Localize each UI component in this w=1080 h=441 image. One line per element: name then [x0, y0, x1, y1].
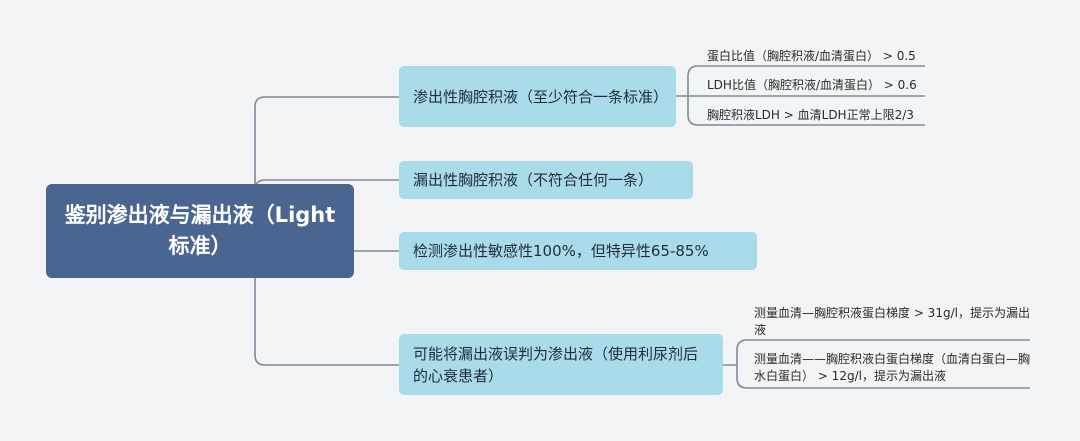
branch-node-label: 渗出性胸腔积液（至少符合一条标准）	[413, 87, 669, 106]
leaf-node-protein-gradient[interactable]: 测量血清—胸腔积液蛋白梯度 > 31g/l，提示为漏出液	[754, 305, 1034, 339]
leaf-node-label: 测量血清——胸腔积液白蛋白梯度（血清白蛋白—胸水白蛋白） > 12g/l，提示为…	[754, 352, 1031, 383]
branch-node-sensitivity[interactable]: 检测渗出性敏感性100%，但特异性65-85%	[399, 232, 757, 270]
branch-1-leaf-line-1	[676, 65, 925, 97]
root-to-branch-4-line	[254, 226, 399, 366]
leaf-node-ldh-ratio[interactable]: LDH比值（胸腔积液/血清蛋白） > 0.6	[707, 77, 917, 94]
leaf-node-ldh-upper-limit[interactable]: 胸腔积液LDH > 血清LDH正常上限2/3	[707, 107, 914, 124]
branch-4-leaf-line-2	[736, 365, 1030, 389]
branch-node-label: 检测渗出性敏感性100%，但特异性65-85%	[413, 242, 709, 260]
root-node[interactable]: 鉴别渗出液与漏出液（Light标准）	[46, 184, 354, 278]
branch-node-transudate[interactable]: 漏出性胸腔积液（不符合任何一条）	[399, 161, 693, 199]
branch-node-label: 漏出性胸腔积液（不符合任何一条）	[413, 171, 654, 189]
leaf-node-label: 胸腔积液LDH > 血清LDH正常上限2/3	[707, 108, 914, 122]
root-node-label: 鉴别渗出液与漏出液（Light标准）	[64, 203, 336, 258]
leaf-node-label: LDH比值（胸腔积液/血清蛋白） > 0.6	[707, 78, 917, 92]
branch-node-misclassification[interactable]: 可能将漏出液误判为渗出液（使用利尿剂后的心衰患者）	[399, 334, 723, 395]
branch-1-leaf-line-3	[687, 96, 925, 126]
root-trunk-line	[254, 96, 399, 227]
branch-4-leaf-line-1	[723, 339, 1030, 366]
leaf-node-protein-ratio[interactable]: 蛋白比值（胸腔积液/血清蛋白） > 0.5	[707, 48, 916, 65]
leaf-node-albumin-gradient[interactable]: 测量血清——胸腔积液白蛋白梯度（血清白蛋白—胸水白蛋白） > 12g/l，提示为…	[754, 351, 1039, 385]
branch-node-label: 可能将漏出液误判为渗出液（使用利尿剂后的心衰患者）	[413, 344, 699, 385]
leaf-node-label: 蛋白比值（胸腔积液/血清蛋白） > 0.5	[707, 49, 916, 63]
leaf-node-label: 测量血清—胸腔积液蛋白梯度 > 31g/l，提示为漏出液	[754, 306, 1030, 337]
branch-node-exudate[interactable]: 渗出性胸腔积液（至少符合一条标准）	[399, 66, 676, 127]
